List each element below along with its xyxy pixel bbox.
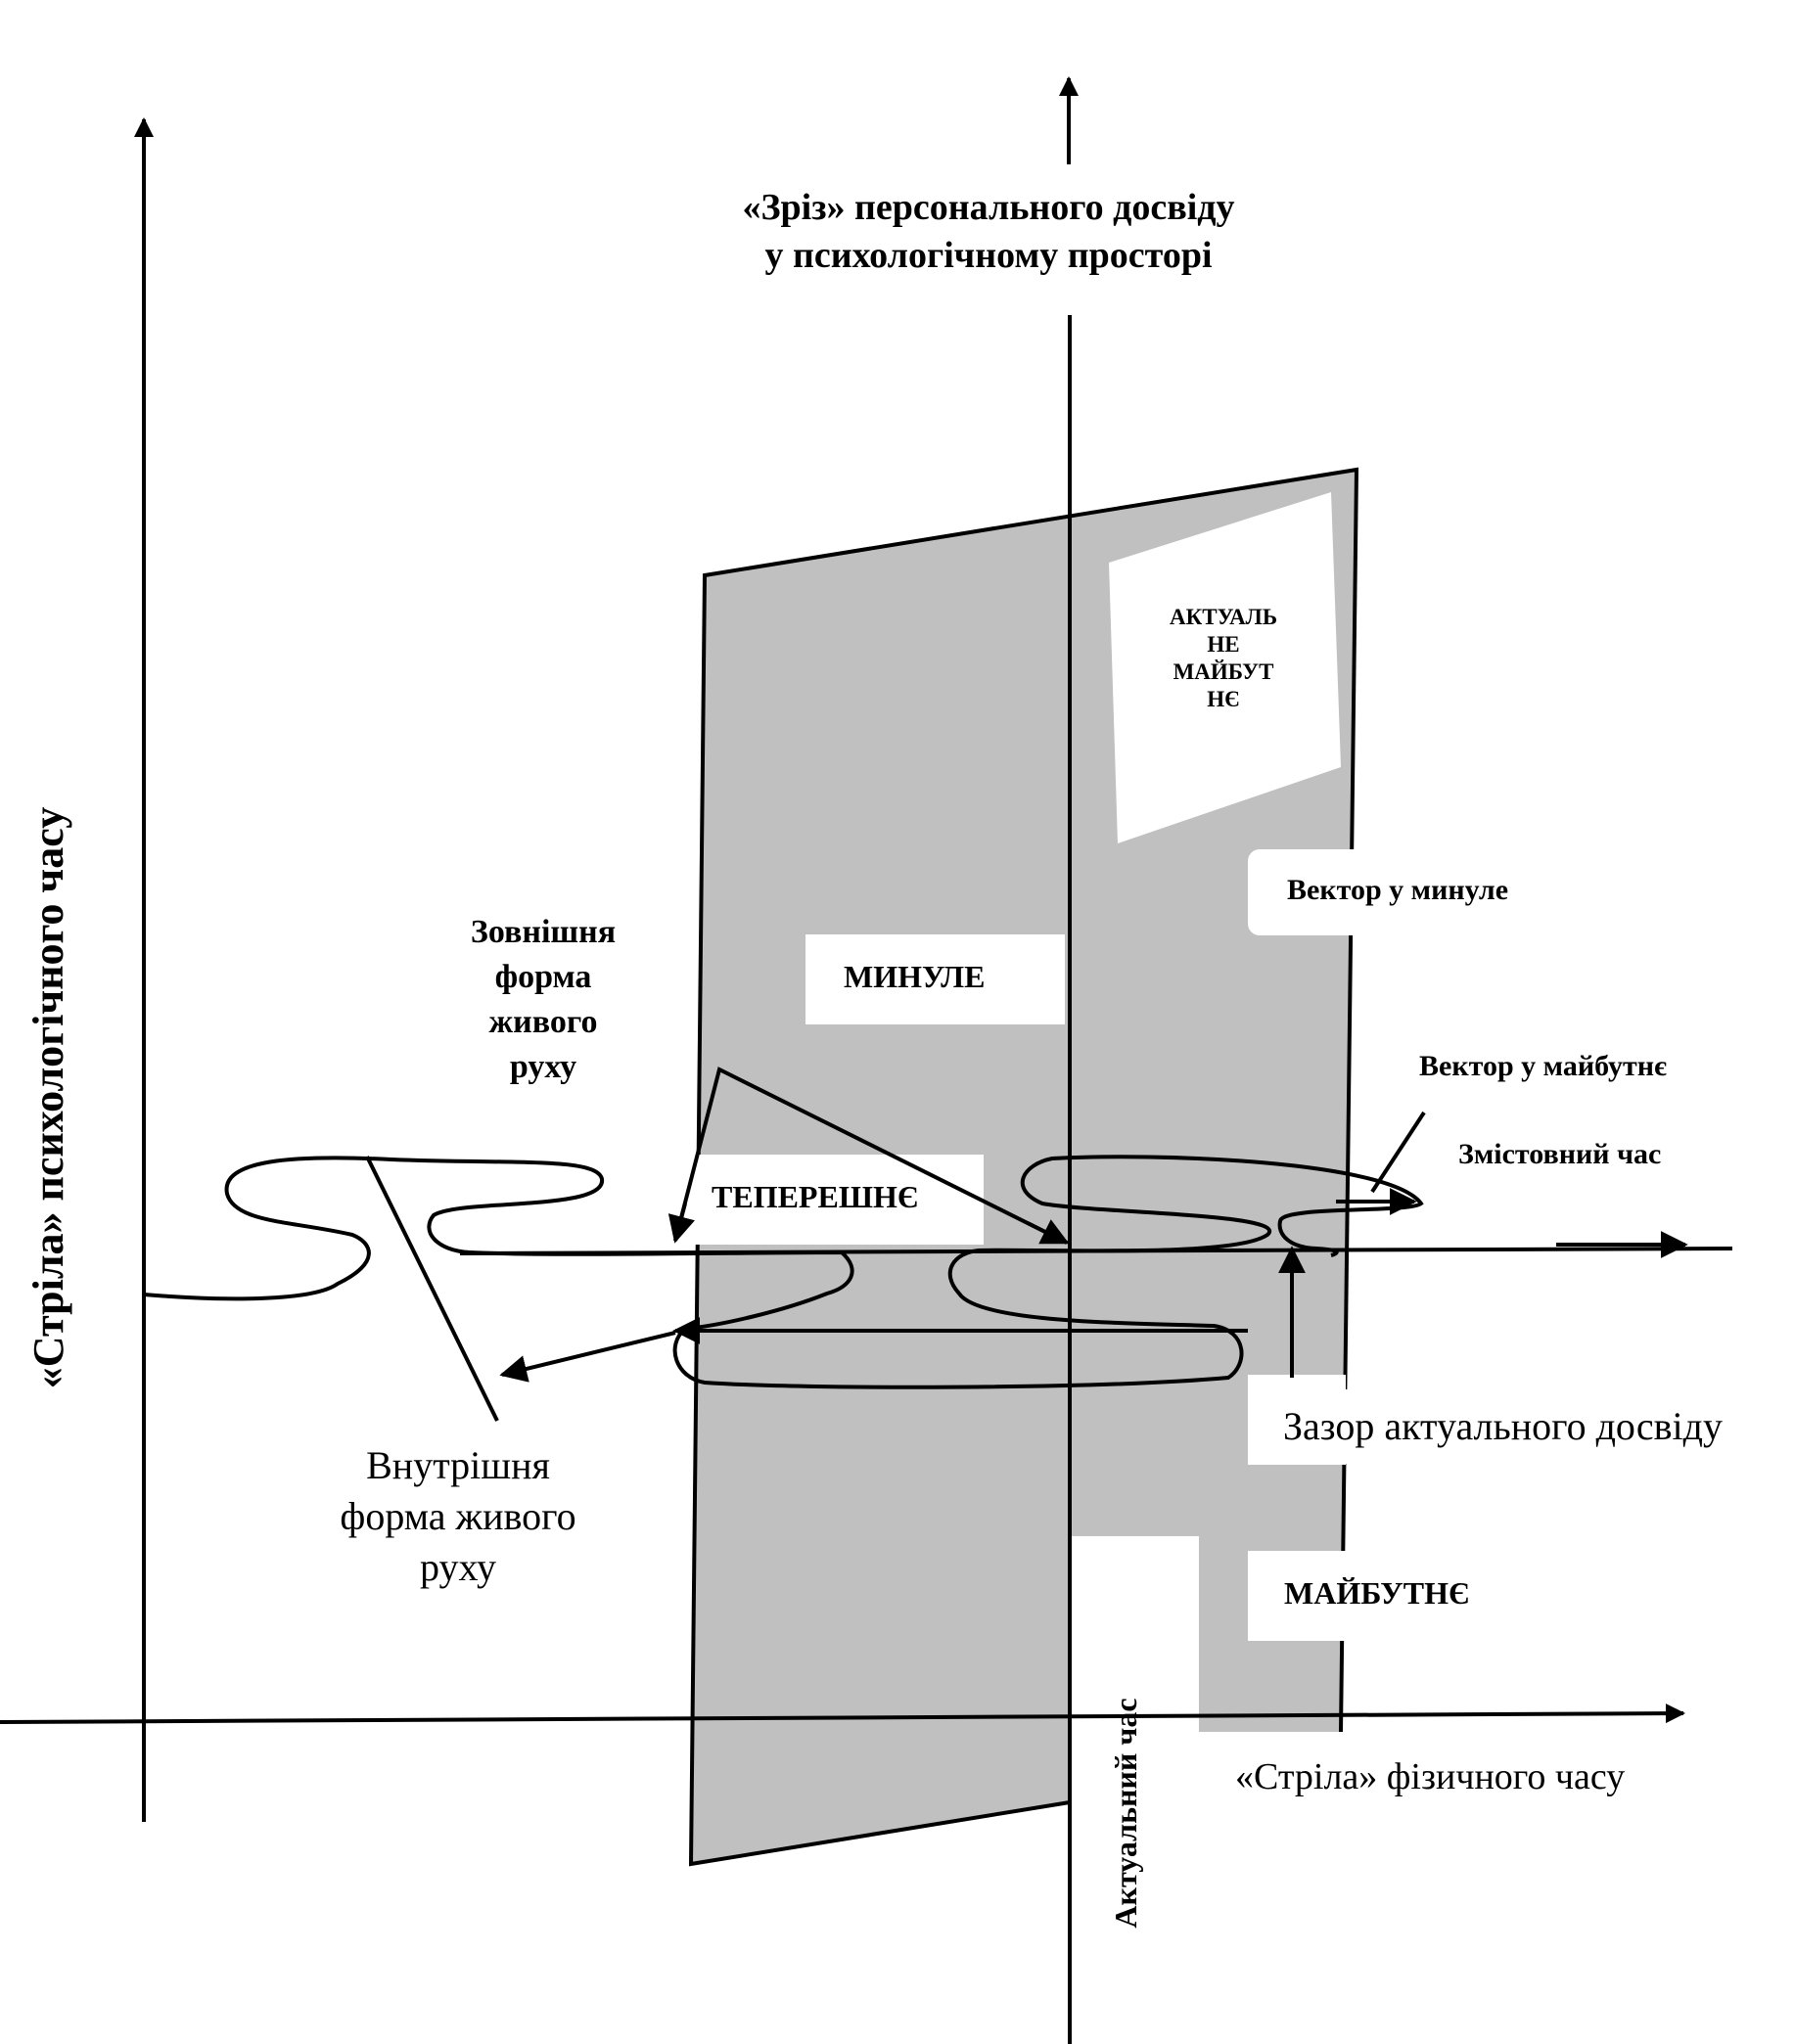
actual-future-line-3: МАЙБУТ bbox=[1173, 659, 1274, 684]
inner-form-arrow bbox=[499, 1331, 676, 1383]
outer-form-line-3: живого bbox=[488, 1004, 598, 1040]
present-box bbox=[690, 1155, 984, 1245]
diagram-title: «Зріз» персонального досвіду у психологі… bbox=[675, 184, 1302, 281]
actual-future-line-2: НЕ bbox=[1207, 632, 1240, 657]
vector-past-box bbox=[1248, 849, 1375, 935]
actual-future-label: АКТУАЛЬ НЕ МАЙБУТ НЄ bbox=[1140, 604, 1307, 713]
outer-form-line-1: Зовнішня bbox=[470, 914, 617, 950]
physical-time-axis bbox=[0, 1703, 1685, 1724]
outer-form-line-4: руху bbox=[509, 1049, 577, 1085]
outer-form-arrowhead-right bbox=[1027, 1219, 1070, 1245]
inner-form-line-3: руху bbox=[420, 1545, 496, 1589]
future-label: МАЙБУТНЄ bbox=[1284, 1575, 1470, 1611]
inner-form-line-1: Внутрішня bbox=[366, 1443, 550, 1487]
actual-time-label: Актуальний час bbox=[1108, 1698, 1143, 1929]
inner-form-label: Внутрішня форма живого руху bbox=[311, 1440, 605, 1593]
present-label: ТЕПЕРЕШНЄ bbox=[712, 1179, 919, 1214]
past-label: МИНУЛЕ bbox=[844, 959, 986, 994]
actual-future-line-1: АКТУАЛЬ bbox=[1169, 605, 1278, 629]
content-time-label: Змістовний час bbox=[1458, 1138, 1662, 1170]
inner-form-line-2: форма живого bbox=[340, 1494, 576, 1538]
title-line-1: «Зріз» персонального досвіду bbox=[742, 187, 1235, 228]
actual-future-line-4: НЄ bbox=[1207, 687, 1240, 711]
outer-form-line-2: форма bbox=[494, 959, 592, 995]
vector-future-label: Вектор у майбутнє bbox=[1419, 1050, 1667, 1082]
actual-future-box bbox=[1109, 492, 1341, 843]
psychological-time-axis-label: «Стріла» психологічного часу bbox=[24, 806, 72, 1389]
outer-form-arrow bbox=[673, 1067, 1068, 1245]
title-line-2: у психологічному просторі bbox=[764, 235, 1213, 277]
past-box bbox=[805, 934, 1065, 1024]
vector-future-pointer bbox=[1370, 1111, 1426, 1194]
inner-form-pointer bbox=[365, 1156, 499, 1422]
vector-past-label: Вектор у минуле bbox=[1287, 874, 1509, 906]
outer-form-arrowhead-left bbox=[667, 1203, 695, 1244]
physical-time-axis-label: «Стріла» фізичного часу bbox=[1235, 1756, 1626, 1797]
living-movement-curve bbox=[143, 1155, 1424, 1389]
gap-label: Зазор актуального досвіду bbox=[1248, 1389, 1786, 1464]
outer-form-label: Зовнішня форма живого руху bbox=[436, 910, 651, 1090]
future-box bbox=[1248, 1551, 1346, 1641]
